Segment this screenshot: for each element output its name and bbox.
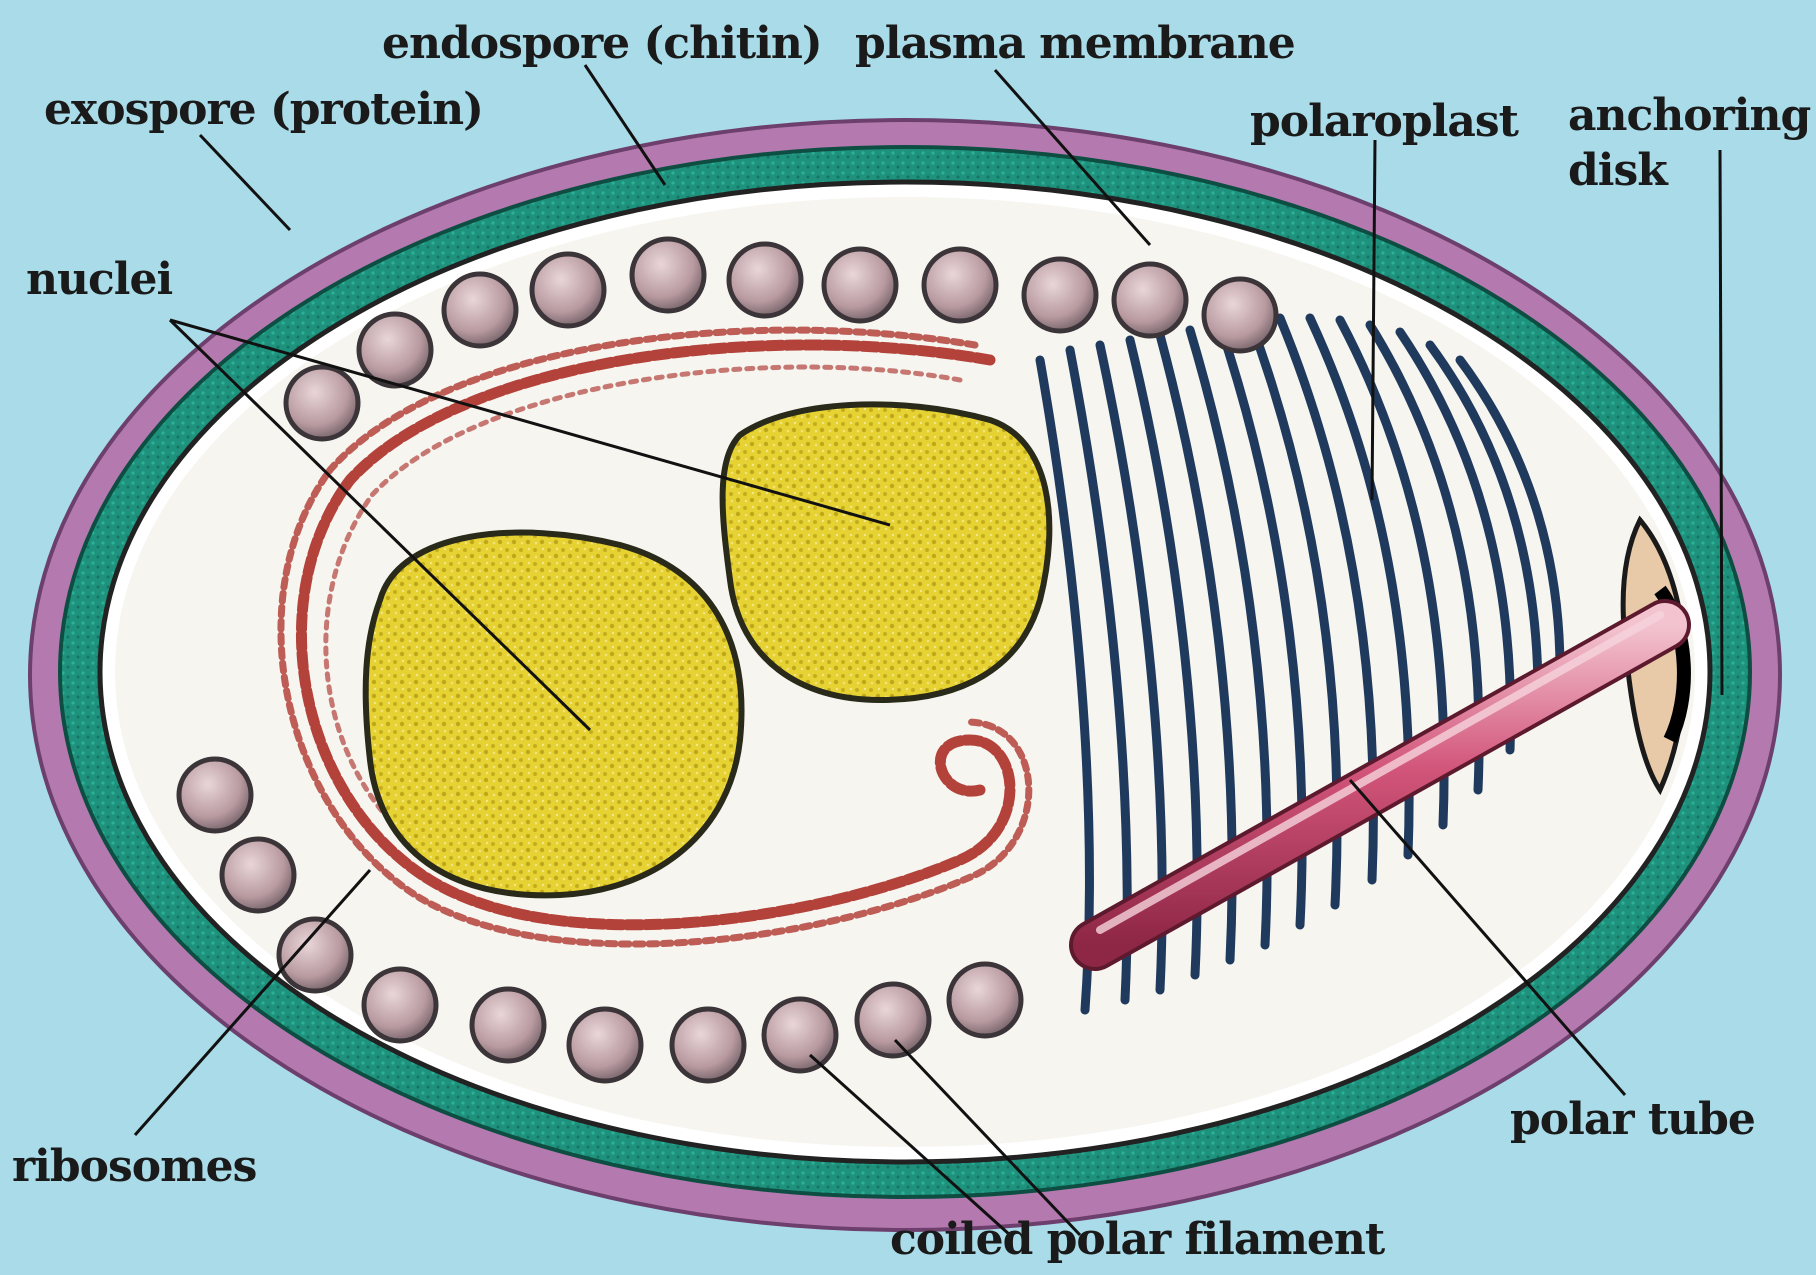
label-polar-tube: polar tube xyxy=(1510,1098,1755,1142)
label-anchoring-disk: anchoring disk xyxy=(1568,88,1798,198)
label-endospore: endospore (chitin) xyxy=(382,22,822,66)
label-plasma-membrane: plasma membrane xyxy=(855,22,1295,66)
label-exospore: exospore (protein) xyxy=(44,88,483,132)
label-coiled-polar-filament: coiled polar filament xyxy=(890,1218,1384,1262)
label-polaroplast: polaroplast xyxy=(1250,100,1518,144)
label-nuclei: nuclei xyxy=(26,258,172,302)
label-ribosomes: ribosomes xyxy=(12,1145,256,1189)
